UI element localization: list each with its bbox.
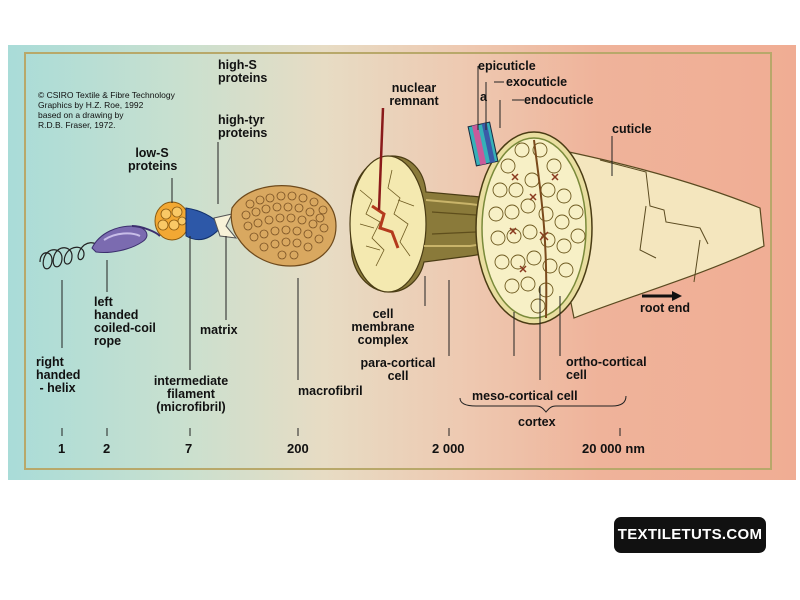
macrofibril-body	[230, 185, 337, 267]
label-epicuticle: epicuticle	[478, 59, 536, 73]
label-macrofibril: macrofibril	[298, 384, 363, 398]
scale-label-2: 2	[103, 441, 111, 456]
label-right-handed-helix: right handed - helix	[36, 355, 81, 395]
scale-label-4: 200	[287, 441, 309, 456]
nuclear-remnant-pointer	[377, 107, 385, 211]
label-cell-membrane-complex: cell membrane complex	[351, 307, 415, 347]
cortical-cell	[349, 155, 533, 293]
credit-line-2: Graphics by H.Z. Roe, 1992	[38, 100, 144, 110]
label-low-s-proteins: low-S proteins	[128, 146, 178, 173]
scale-label-5: 2 000	[432, 441, 465, 456]
scale-label-3: 7	[185, 441, 193, 456]
brand-badge: TEXTILETUTS.COM	[614, 517, 766, 553]
leader-lines	[61, 66, 627, 413]
scale-label-6: 20 000 nm	[582, 441, 645, 456]
label-a: a	[480, 90, 487, 104]
label-root-end: root end	[640, 301, 690, 315]
label-meso-cortical-cell: meso-cortical cell	[472, 389, 578, 403]
credit-line-1: © CSIRO Textile & Fibre Technology	[38, 90, 175, 100]
coiled-coil-rope	[91, 225, 161, 253]
diagram-border	[24, 52, 772, 470]
label-exocuticle: exocuticle	[506, 75, 568, 89]
scale-ticks	[61, 428, 621, 436]
label-nuclear-remnant: nuclear remnant	[389, 81, 439, 108]
label-intermediate-filament: intermediate filament (microfibril)	[153, 374, 229, 414]
label-matrix: matrix	[200, 323, 238, 337]
label-para-cortical-cell: para-cortical cell	[360, 356, 436, 383]
scale-label-1: 1	[58, 441, 66, 456]
alpha-helix	[39, 242, 99, 270]
label-ortho-cortical-cell: ortho-cortical cell	[566, 355, 647, 382]
label-cuticle: cuticle	[612, 122, 652, 136]
label-high-s-proteins: high-S proteins	[218, 58, 268, 85]
label-high-tyr-proteins: high-tyr proteins	[218, 113, 268, 140]
microfibril	[154, 201, 238, 241]
credit-line-4: R.D.B. Fraser, 1972.	[38, 120, 116, 130]
label-left-handed-coiled-coil-rope: left handed coiled-coil rope	[94, 295, 156, 348]
credit-text: © CSIRO Textile & Fibre Technology Graph…	[38, 90, 175, 130]
root-end-arrow	[642, 291, 682, 301]
credit-line-3: based on a drawing by	[38, 110, 124, 120]
fibre-cross-section	[467, 121, 765, 325]
label-cortex: cortex	[518, 415, 556, 429]
label-endocuticle: endocuticle	[524, 93, 594, 107]
